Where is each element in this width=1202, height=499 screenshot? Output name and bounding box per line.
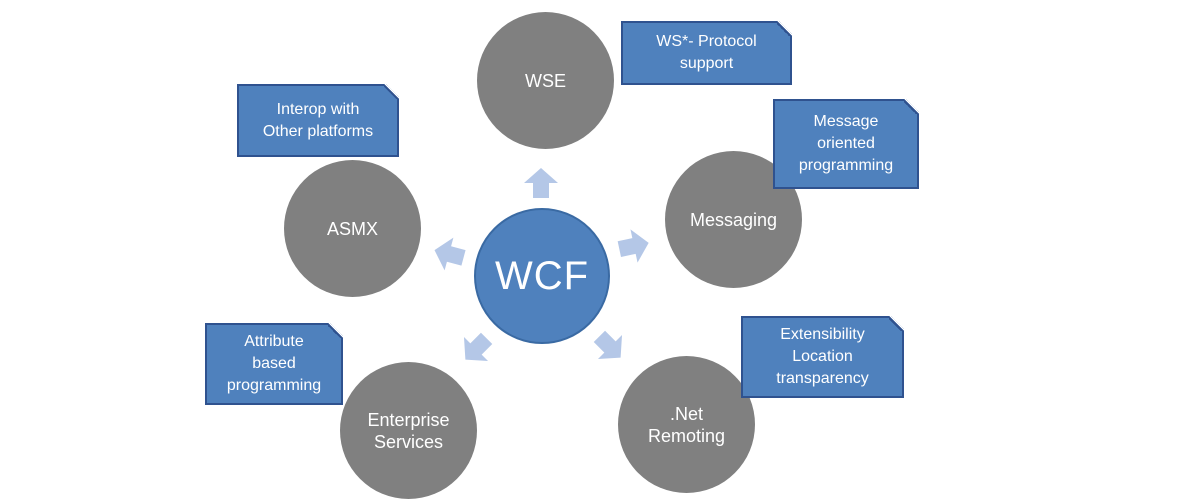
node-enterprise-services: Enterprise Services xyxy=(340,362,477,499)
callout-remoting-line3: transparency xyxy=(776,370,869,387)
node-wse: WSE xyxy=(477,12,614,149)
callout-wse-line2: support xyxy=(679,55,734,72)
node-remoting: .Net Remoting xyxy=(618,356,755,493)
arrow-to-messaging xyxy=(617,229,649,263)
callout-wse-line1: WS*- Protocol xyxy=(656,33,757,50)
arrow-to-enterprise xyxy=(463,332,493,362)
callout-asmx-line1: Interop with xyxy=(276,100,360,118)
node-wse-label: WSE xyxy=(524,70,566,91)
callout-wse: WS*- Protocol support xyxy=(621,21,792,85)
callout-messaging: Message oriented programming xyxy=(773,99,919,189)
callout-enterprise-line1: Attribute xyxy=(244,333,304,350)
callout-enterprise: Attribute based programming xyxy=(205,323,343,405)
callout-enterprise-line2: based xyxy=(252,355,296,372)
callout-enterprise-line3: programming xyxy=(226,377,322,394)
node-remoting-label-line2: Remoting xyxy=(647,425,726,446)
callout-messaging-line3: programming xyxy=(798,157,894,174)
node-enterprise-label-line1: Enterprise xyxy=(367,409,450,430)
node-remoting-label-line1: .Net xyxy=(669,403,703,424)
node-messaging-label: Messaging xyxy=(689,209,778,230)
wcf-center-circle: WCF xyxy=(474,208,610,344)
callout-messaging-line2: oriented xyxy=(817,135,875,152)
arrow-to-asmx xyxy=(434,237,466,271)
node-asmx: ASMX xyxy=(284,160,421,297)
node-asmx-label: ASMX xyxy=(326,218,378,239)
wcf-label: WCF xyxy=(494,254,590,298)
callout-remoting-line2: Location xyxy=(792,348,853,365)
node-enterprise-label-line2: Services xyxy=(373,431,443,452)
callout-asmx: Interop with Other platforms xyxy=(237,84,399,157)
callout-remoting-line1: Extensibility xyxy=(780,326,865,343)
callout-asmx-line2: Other platforms xyxy=(262,122,374,140)
callout-remoting: Extensibility Location transparency xyxy=(741,316,904,398)
arrow-to-remoting xyxy=(593,330,623,360)
arrow-to-wse xyxy=(524,168,558,198)
callout-messaging-line1: Message xyxy=(813,113,879,130)
